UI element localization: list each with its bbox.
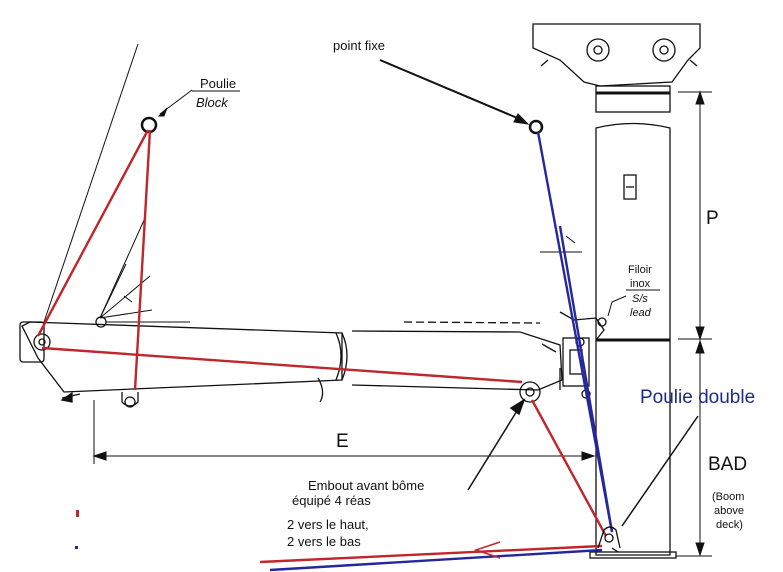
label-deck: deck) (716, 519, 743, 531)
label-inox: inox (630, 278, 651, 290)
poulie-double-pointer (621, 415, 699, 527)
mast-collar (595, 85, 671, 113)
label-embout-line2: équipé 4 réas (292, 493, 371, 508)
mast-head-fitting (532, 23, 701, 87)
blue-mark (75, 546, 78, 549)
embout-pointer (467, 398, 526, 491)
fixed-point (379, 59, 544, 135)
label-point-fixe: point fixe (333, 38, 385, 53)
label-vers-bas: 2 vers le bas (287, 534, 361, 549)
upper-block (140, 89, 193, 134)
label-block: Block (196, 95, 229, 110)
red-mark (76, 510, 79, 517)
label-boom: (Boom (712, 491, 744, 503)
label-bad: BAD (708, 454, 747, 475)
mast-sheave-left (586, 38, 610, 62)
blue-control-lines (269, 131, 614, 572)
boom-top-eye (95, 316, 107, 328)
line-direction-arrow (473, 541, 501, 559)
label-lead: lead (630, 307, 652, 319)
filoir-pointer (607, 295, 627, 317)
label-embout-line1: Embout avant bôme (308, 478, 424, 493)
label-above: above (714, 505, 744, 517)
mast-step (589, 551, 677, 559)
boom-front-sheave (519, 381, 541, 403)
deck-double-block (597, 526, 621, 553)
label-filoir: Filoir (628, 264, 652, 276)
mast-sheave-right (652, 38, 676, 62)
label-e: E (336, 431, 349, 452)
dimension-lines (92, 90, 712, 557)
red-control-lines (36, 129, 608, 564)
mast-tube (595, 122, 671, 556)
label-vers-haut: 2 vers le haut, (287, 517, 369, 532)
label-p: P (706, 208, 719, 229)
label-poulie-double: Poulie double (640, 387, 755, 408)
mast-fitting-plate (623, 174, 637, 200)
mast (532, 23, 701, 559)
boom (19, 311, 607, 408)
sail-lines (43, 43, 190, 323)
boom-underside-eye (124, 396, 136, 408)
boom-outhaul-sheave (33, 333, 51, 351)
label-ss: S/s (632, 293, 648, 305)
label-poulie: Poulie (200, 76, 236, 91)
